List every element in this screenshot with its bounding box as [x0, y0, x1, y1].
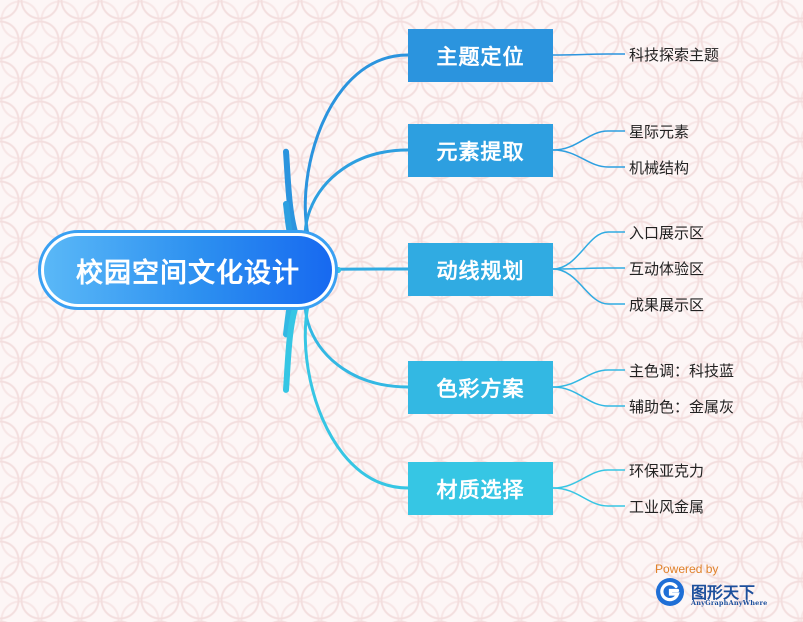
branch-node-circulation[interactable]: 动线规划	[408, 243, 553, 296]
powered-by-label: Powered by	[655, 562, 719, 576]
brand-watermark: Powered by 图形天下 AnyGraphAnyWhere	[655, 562, 795, 612]
branch-node-color-scheme[interactable]: 色彩方案	[408, 361, 553, 414]
branch-to-leaf-connector	[552, 469, 625, 489]
leaf-node[interactable]: 主色调：科技蓝	[629, 362, 735, 380]
branch-to-leaf-connector	[552, 267, 625, 270]
leaf-node[interactable]: 星际元素	[629, 123, 690, 141]
root-node[interactable]: 校园空间文化设计	[44, 236, 332, 304]
branch-node-theme[interactable]: 主题定位	[408, 29, 553, 82]
leaf-node[interactable]: 入口展示区	[629, 224, 705, 242]
brand-subtitle: AnyGraphAnyWhere	[691, 599, 768, 607]
leaf-node[interactable]: 互动体验区	[629, 260, 705, 278]
branch-to-leaf-connector	[552, 268, 625, 305]
leaf-node[interactable]: 成果展示区	[629, 296, 705, 314]
leaf-node[interactable]: 工业风金属	[629, 498, 705, 516]
g-logo-icon	[656, 578, 684, 606]
branch-node-materials[interactable]: 材质选择	[408, 462, 553, 515]
branch-to-leaf-connector	[552, 130, 625, 151]
branch-to-leaf-connector	[552, 487, 625, 507]
leaf-node[interactable]: 辅助色：金属灰	[629, 398, 735, 416]
branch-to-leaf-connector	[552, 149, 625, 168]
brand-name: 图形天下	[691, 583, 756, 602]
leaf-node[interactable]: 机械结构	[629, 159, 690, 177]
branch-to-leaf-connector	[552, 231, 625, 270]
branch-to-leaf-connector	[552, 53, 625, 56]
leaf-node[interactable]: 科技探索主题	[629, 46, 720, 64]
leaf-node[interactable]: 环保亚克力	[629, 462, 705, 480]
branch-to-leaf-connector	[552, 369, 625, 388]
branch-node-elements[interactable]: 元素提取	[408, 124, 553, 177]
branch-to-leaf-connector	[552, 386, 625, 407]
